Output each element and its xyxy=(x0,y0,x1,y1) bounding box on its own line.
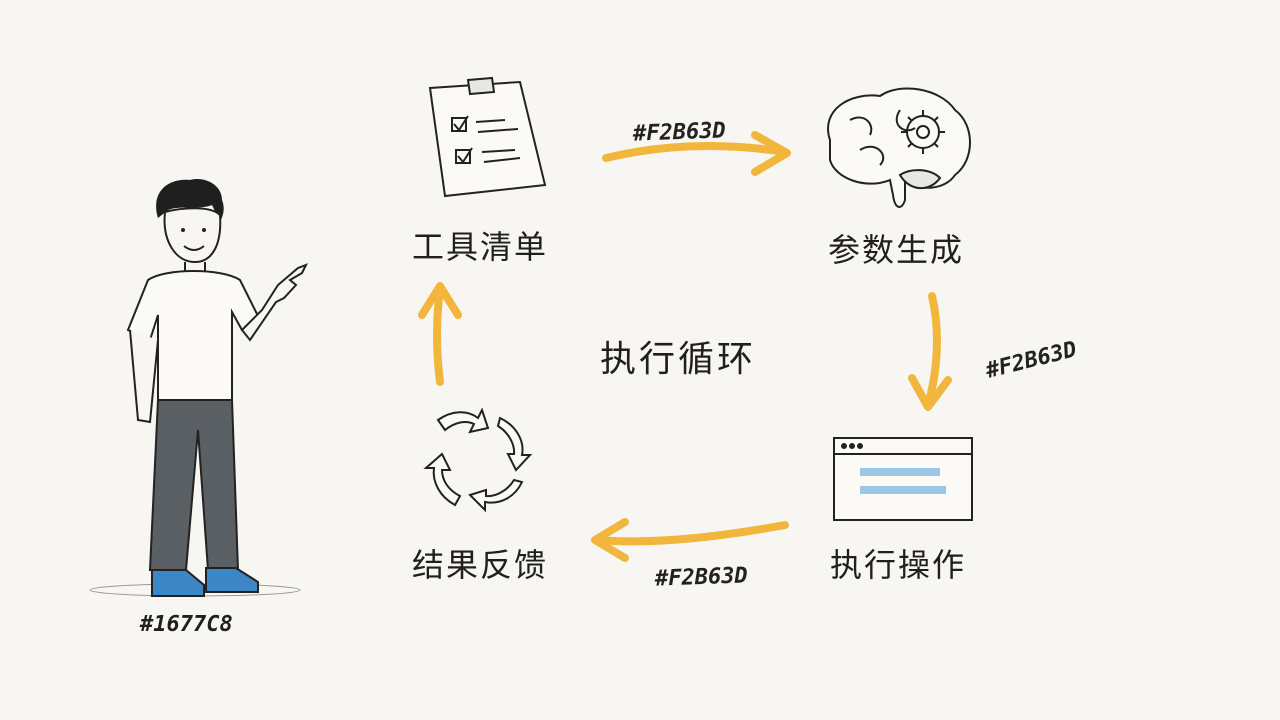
person-shirt xyxy=(126,270,262,401)
arrow-right xyxy=(924,292,941,409)
person-pants xyxy=(148,399,240,571)
browser-window-icon xyxy=(833,437,973,521)
person-pointing-arm xyxy=(240,263,309,342)
person-head xyxy=(163,207,222,264)
node-label-execute: 执行操作 xyxy=(830,546,967,584)
person-figure xyxy=(89,179,309,597)
person-right-shoe xyxy=(205,567,259,593)
arrow-top-color-label: #F2B63D xyxy=(632,118,727,147)
arrow-left xyxy=(433,286,444,386)
brain-gear-icon xyxy=(827,87,971,208)
person-left-shoe xyxy=(151,569,205,597)
arrow-bottom-color-label: #F2B63D xyxy=(654,563,749,592)
node-label-params: 参数生成 xyxy=(828,231,965,269)
cycle-title: 执行循环 xyxy=(600,339,757,380)
arrow-bottom xyxy=(593,521,789,546)
clipboard-checklist-icon xyxy=(428,76,547,198)
node-label-feedback: 结果反馈 xyxy=(412,546,549,584)
person-hair xyxy=(156,179,224,222)
node-label-tools: 工具清单 xyxy=(412,228,549,266)
cycle-arrows-icon xyxy=(423,407,533,513)
arrow-top xyxy=(602,142,789,162)
person-color-label: #1677C8 xyxy=(140,612,233,637)
